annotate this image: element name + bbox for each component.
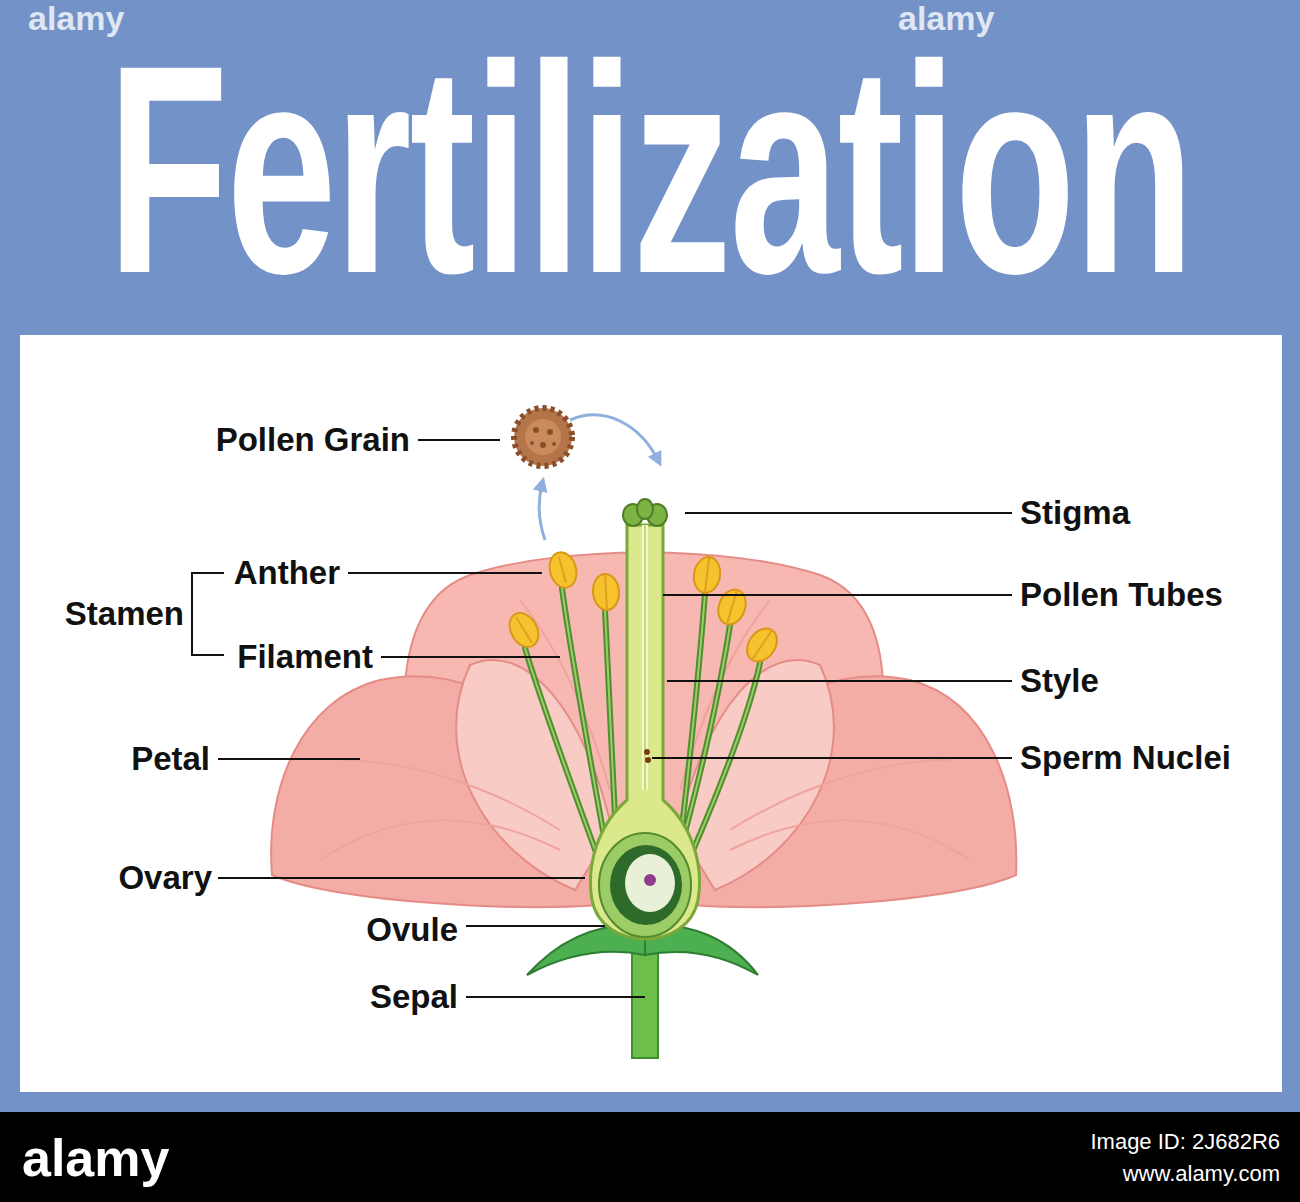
leader-lines: [192, 440, 1012, 997]
embryo-sac: [625, 854, 675, 912]
bottom-bar: [0, 1112, 1300, 1202]
part-label: Pollen Grain: [216, 420, 410, 460]
stock-logo: alamy: [22, 1128, 169, 1188]
panel: [20, 335, 1282, 1092]
part-label: Anther: [234, 553, 340, 593]
pollen-grain: [514, 408, 572, 466]
transfer-arrow: [570, 415, 658, 460]
stigma: [623, 499, 667, 526]
part-label: Petal: [131, 739, 210, 779]
pollen-dots: [530, 427, 556, 448]
watermark: alamy: [28, 0, 124, 38]
part-label: Sepal: [370, 977, 458, 1017]
sperm-nucleus: [645, 757, 651, 763]
stock-url: www.alamy.com: [1123, 1160, 1280, 1188]
part-label: Stigma: [1020, 493, 1130, 533]
diagram-title: Fertilization: [0, 0, 1300, 388]
image-id: Image ID: 2J682R6: [1090, 1128, 1280, 1156]
part-label: Pollen Tubes: [1020, 575, 1223, 615]
part-label: Filament: [237, 637, 373, 677]
part-label: Sperm Nuclei: [1020, 738, 1231, 778]
part-label: Ovary: [118, 858, 212, 898]
group-label: Stamen: [65, 594, 184, 634]
egg-cell: [644, 874, 656, 886]
stem: [632, 950, 658, 1058]
ovule: [610, 845, 682, 925]
pistil: [590, 525, 699, 939]
sperm-nucleus: [644, 749, 650, 755]
transfer-arrow: [539, 484, 545, 540]
ovary-wall: [599, 833, 691, 937]
part-label: Ovule: [366, 910, 458, 950]
pollen-core: [525, 419, 561, 455]
watermark: alamy: [898, 0, 994, 38]
part-label: Style: [1020, 661, 1099, 701]
